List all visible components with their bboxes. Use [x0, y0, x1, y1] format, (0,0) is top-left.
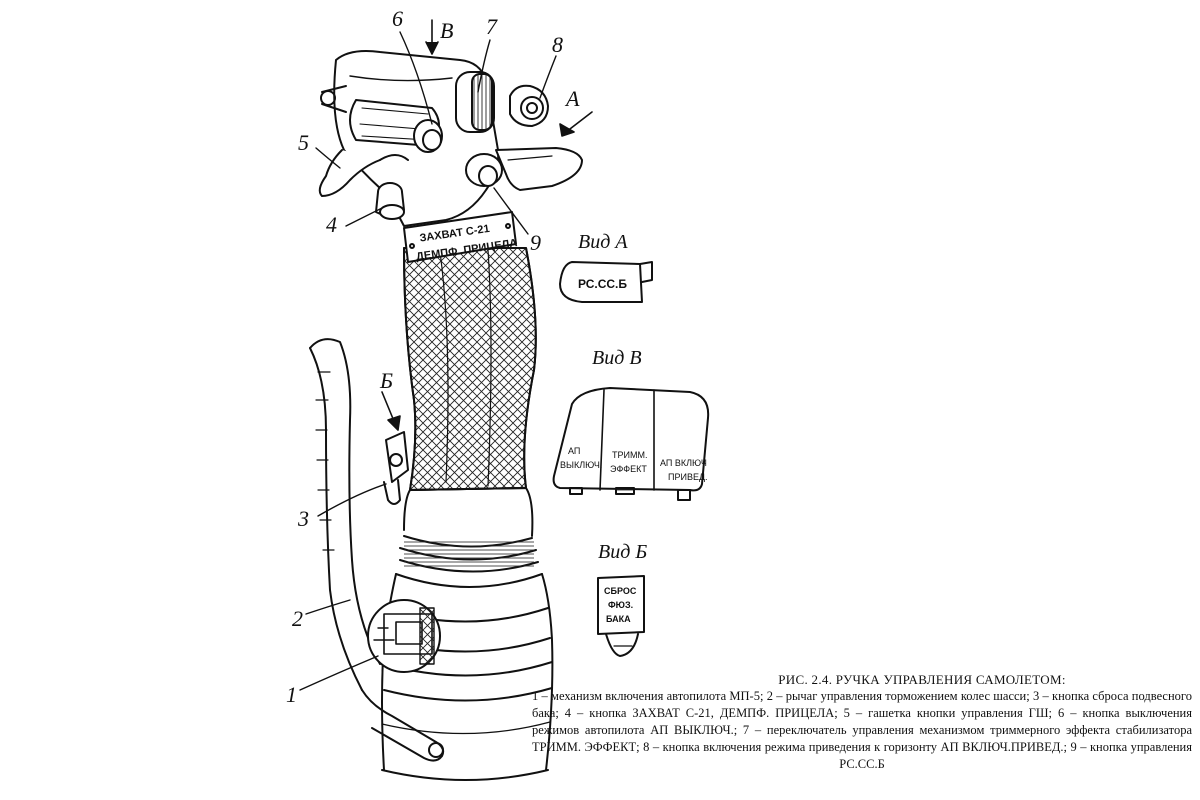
- view-b-title: Вид Б: [598, 541, 647, 563]
- button-rs-ss-b: [465, 147, 583, 191]
- arrow-label-b: Б: [379, 368, 393, 393]
- callout-4: 4: [326, 212, 337, 237]
- arrow-label-a: А: [564, 86, 580, 111]
- callout-7: 7: [486, 14, 498, 39]
- view-v-left-line2: ВЫКЛЮЧ.: [560, 460, 602, 470]
- figure-caption: РИС. 2.4. РУЧКА УПРАВЛЕНИЯ САМОЛЕТОМ: 1 …: [532, 671, 1192, 773]
- button-ap-off: [413, 119, 443, 153]
- view-v-title: Вид В: [592, 347, 642, 369]
- arrow-label-v: В: [440, 18, 453, 43]
- view-v-right-line1: АП ВКЛЮЧ: [660, 458, 707, 468]
- view-a-detail: [559, 261, 653, 303]
- nameplate-zakhvat: [403, 211, 517, 263]
- callout-6: 6: [392, 6, 403, 31]
- view-v-detail: [552, 387, 710, 501]
- callout-2: 2: [292, 606, 303, 631]
- view-v-left-line1: АП: [568, 446, 580, 456]
- callout-8: 8: [552, 32, 563, 57]
- view-v-right-line2: ПРИВЕД.: [668, 472, 708, 482]
- view-b-label-line2: ФЮЗ.: [608, 600, 633, 610]
- callout-9: 9: [530, 230, 541, 255]
- view-b-label-line3: БАКА: [606, 614, 631, 624]
- button-tank-release: [383, 431, 409, 505]
- brake-lever: [309, 338, 445, 762]
- leader-lines: [299, 31, 557, 691]
- button-ap-level: [509, 84, 549, 127]
- callout-1: 1: [286, 682, 297, 707]
- callout-3: 3: [297, 506, 309, 531]
- autopilot-mechanism-cutaway: [367, 599, 441, 673]
- caption-text: 1 – механизм включения автопилота МП-5; …: [532, 689, 1192, 771]
- view-a-label: РС.СС.Б: [578, 277, 627, 291]
- switch-trimm-effect: [455, 71, 495, 133]
- grip: [403, 247, 537, 491]
- view-arrows[interactable]: [381, 19, 593, 431]
- view-v-middle-line2: ЭФФЕКТ: [610, 464, 647, 474]
- caption-title: РИС. 2.4. РУЧКА УПРАВЛЕНИЯ САМОЛЕТОМ:: [778, 672, 1066, 687]
- view-b-label-line1: СБРОС: [604, 586, 637, 596]
- trigger-gsh: [318, 149, 409, 197]
- view-b-detail: [597, 575, 645, 657]
- callout-5: 5: [298, 130, 309, 155]
- stick-base: [381, 487, 554, 781]
- view-v-middle-line1: ТРИММ.: [612, 450, 647, 460]
- callout-labels: 6 7 8 5 4 9 3 2 1 В А Б: [286, 6, 580, 707]
- view-a-title: Вид А: [578, 231, 628, 253]
- button-zakhvat: [375, 182, 405, 220]
